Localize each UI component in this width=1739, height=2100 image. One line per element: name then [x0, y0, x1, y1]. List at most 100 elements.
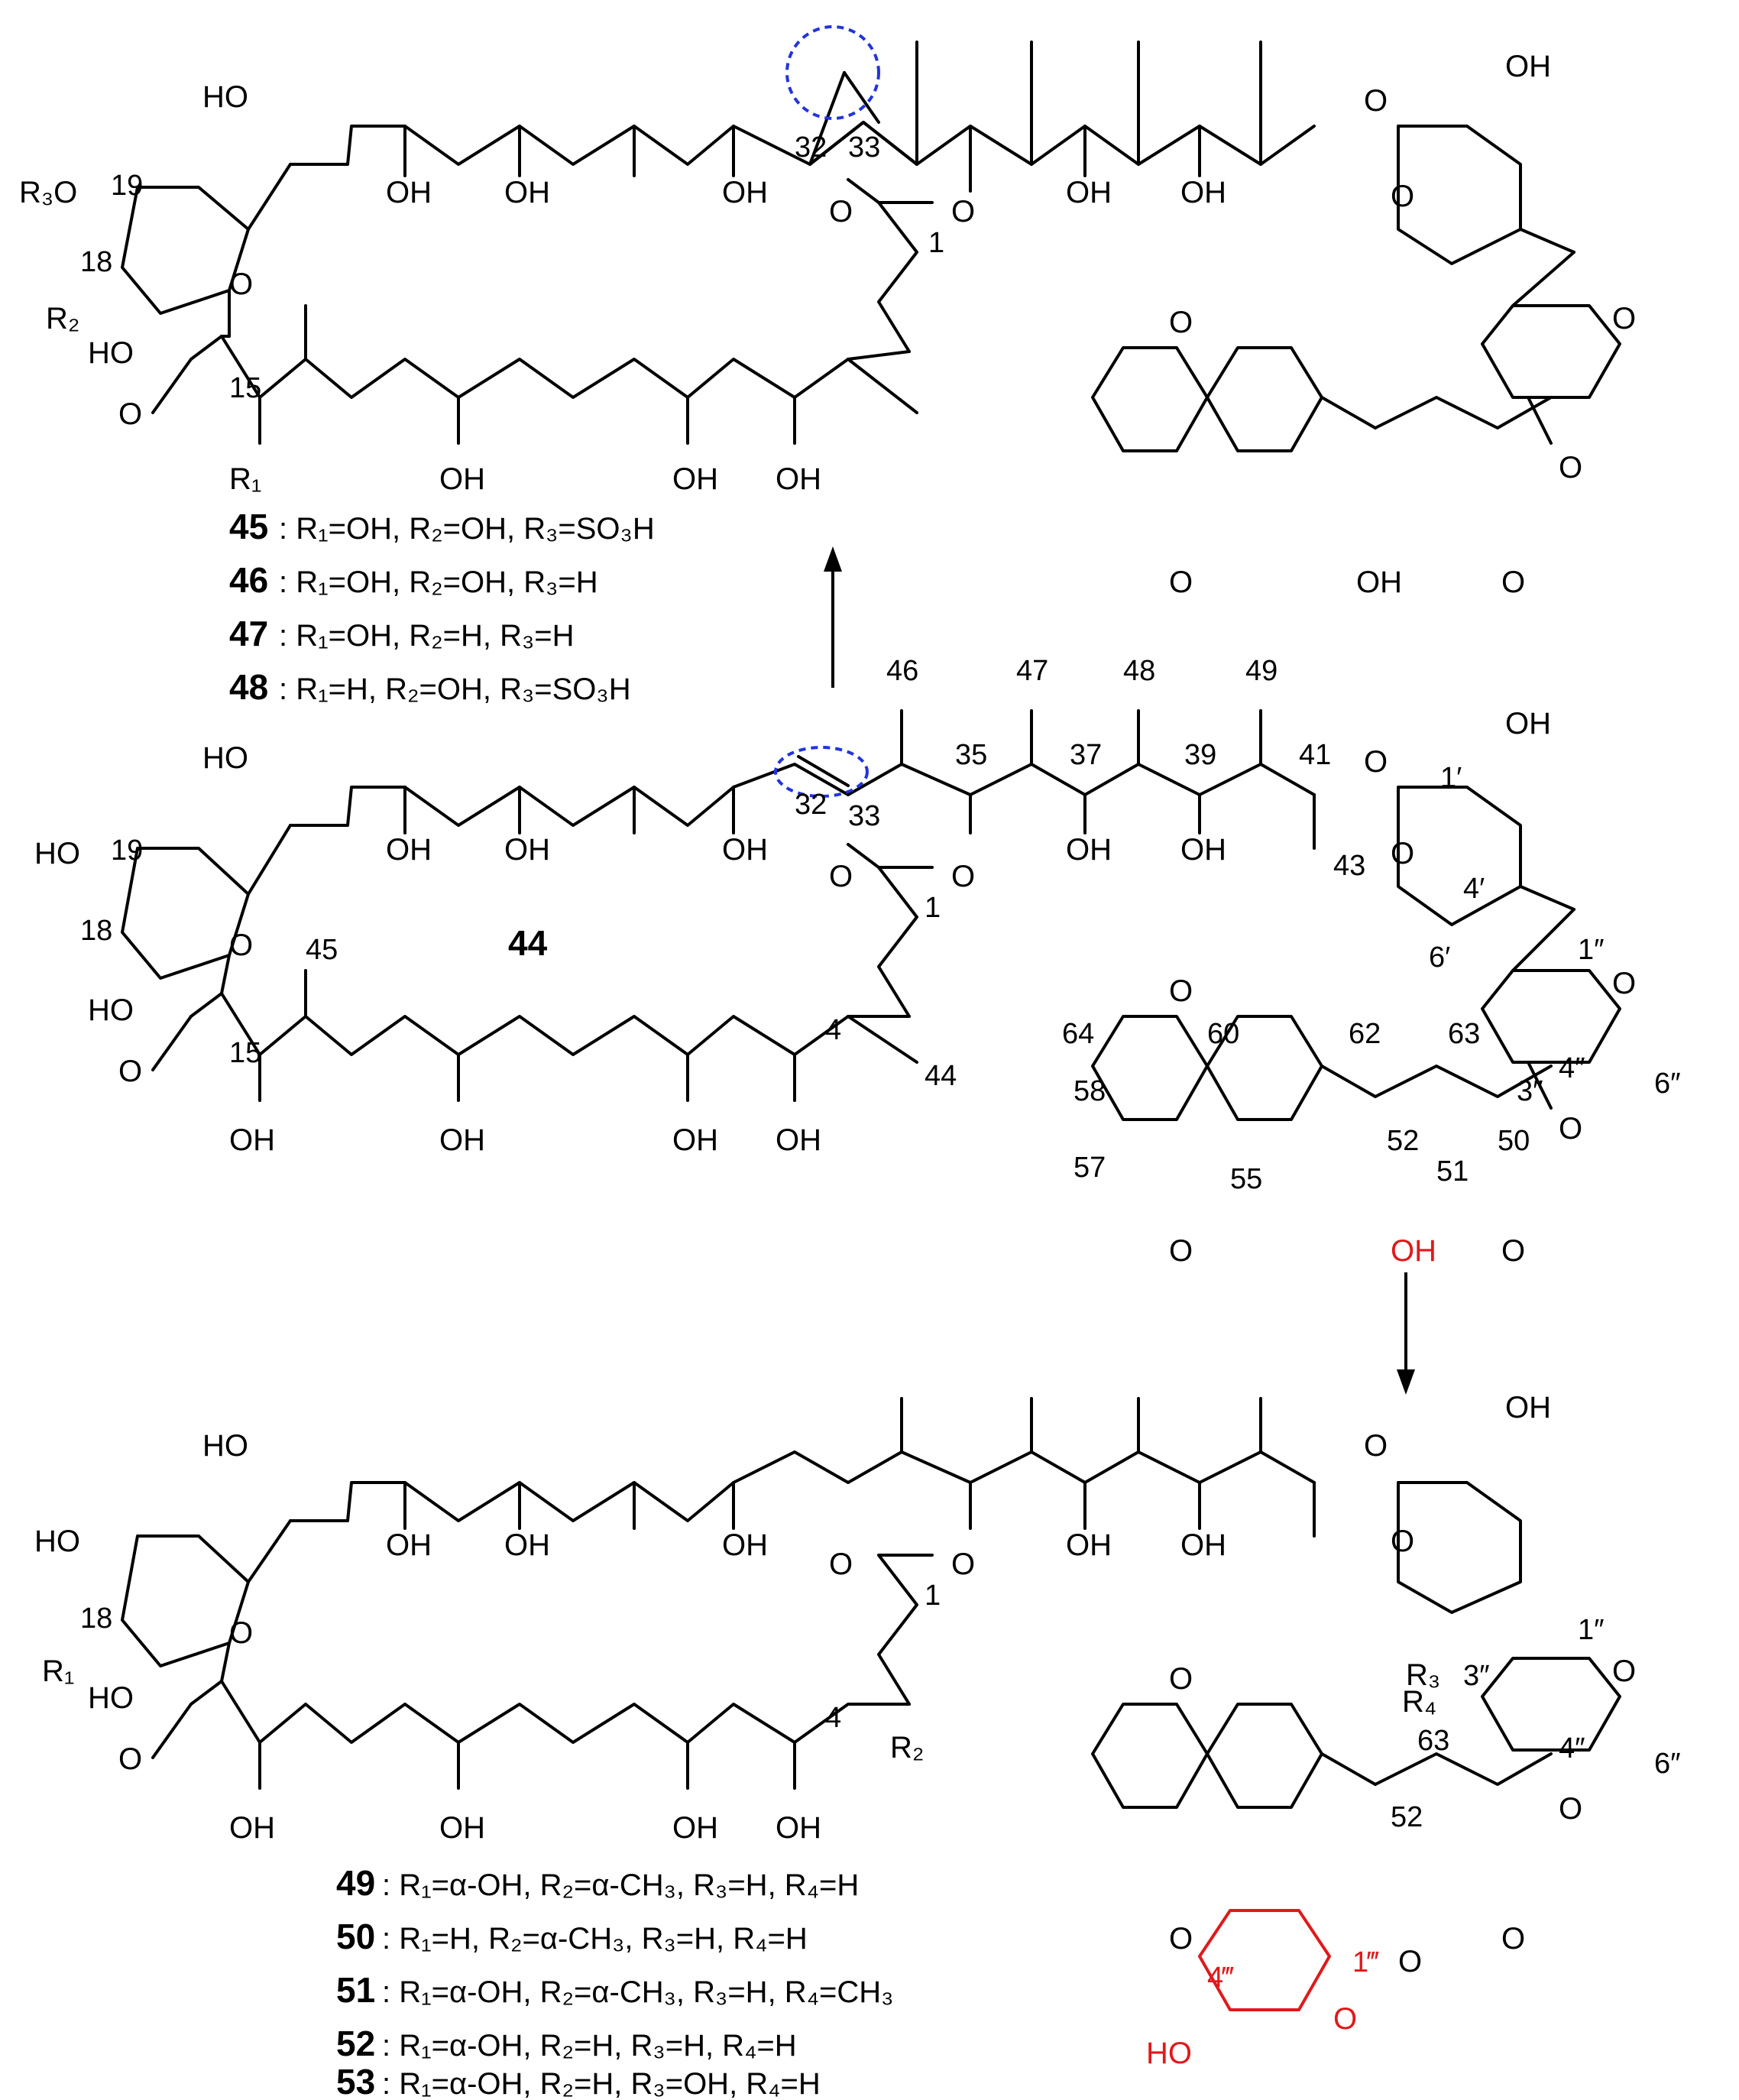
- atom-oh-top7: OH: [672, 462, 718, 496]
- atom-oh-top8: OH: [776, 462, 821, 496]
- num-top-18: 18: [80, 246, 112, 278]
- atom-o-top-ester: O: [951, 195, 975, 228]
- num-mid-1p: 1′: [1440, 762, 1462, 794]
- legend-bottom: 49 : R₁=α-OH, R₂=α-CH₃, R₃=H, R₄=H 50 : …: [336, 1863, 893, 2100]
- atom-o-mid-ketone: O: [118, 1055, 142, 1088]
- legend-bottom-text-4: : R₁=α-OH, R₂=H, R₃=OH, R₄=H: [382, 2067, 821, 2100]
- num-mid-47: 47: [1016, 655, 1048, 687]
- atom-o-mid-quinone1: O: [1169, 974, 1193, 1008]
- legend-top-text-0: : R₁=OH, R₂=OH, R₃=SO₃H: [279, 512, 655, 546]
- mid-upper-chain: [289, 763, 1316, 827]
- structure-top: [121, 25, 1621, 452]
- atom-o-bot-ester3: O: [1559, 1792, 1582, 1826]
- atom-o-bot-red-ring: O: [1333, 2002, 1357, 2036]
- num-mid-15: 15: [229, 1037, 261, 1069]
- atom-oh-bot3: OH: [722, 1528, 768, 1562]
- num-mid-32: 32: [795, 789, 827, 821]
- atom-o-mid-sugar2: O: [1612, 967, 1636, 1000]
- mid-sugar-2: [1481, 969, 1621, 1064]
- atom-r2-top: R₂: [46, 302, 79, 335]
- legend-bottom-text-3: : R₁=α-OH, R₂=H, R₃=H, R₄=H: [382, 2029, 797, 2063]
- reaction-arrow-down: [1397, 1272, 1415, 1395]
- atom-o-top-ring: O: [229, 267, 253, 301]
- num-top-15: 15: [229, 372, 261, 404]
- atom-o-bot-sugar1: O: [1391, 1525, 1414, 1558]
- atom-o-mid-ring: O: [229, 928, 253, 962]
- atom-oh-bot6: OH: [229, 1811, 275, 1845]
- num-mid-43: 43: [1333, 850, 1365, 882]
- num-mid-62: 62: [1349, 1018, 1381, 1050]
- num-bot-1: 1: [925, 1580, 941, 1612]
- atom-ho-bot2: HO: [34, 1525, 80, 1558]
- legend-top-id-3: 48: [229, 667, 268, 707]
- atom-r1-bot: R₁: [42, 1654, 74, 1688]
- atom-o-bot-ring: O: [229, 1616, 253, 1650]
- atom-oh-bot-sugar: OH: [1505, 1391, 1551, 1424]
- atom-o-mid-sugar1: O: [1391, 837, 1414, 870]
- num-mid-41: 41: [1299, 739, 1331, 771]
- atom-ho-mid3: HO: [88, 993, 134, 1027]
- legend-bottom-id-1: 50: [336, 1917, 375, 1956]
- top-naphthoquinone-a: [1091, 346, 1209, 452]
- atom-oh-mid8: OH: [672, 1123, 718, 1157]
- compound-label-44: 44: [508, 923, 548, 963]
- atom-o-top-quinone2: O: [1169, 566, 1193, 599]
- atom-o-bot-glyco: O: [1364, 1429, 1388, 1463]
- atom-r3-bot: R₃: [1406, 1658, 1440, 1692]
- num-mid-19: 19: [111, 834, 143, 867]
- atom-o-top-sugar2: O: [1612, 302, 1636, 335]
- atom-o-bot-sugar2: O: [1612, 1654, 1636, 1688]
- atom-oh-mid-naph-red: OH: [1391, 1234, 1436, 1268]
- num-mid-63: 63: [1448, 1018, 1480, 1050]
- atom-o-mid-quinone2: O: [1169, 1234, 1193, 1268]
- atom-oh-mid5: OH: [1180, 833, 1226, 867]
- top-sugar-2: [1481, 304, 1621, 399]
- atom-ho-bot-red: HO: [1146, 2037, 1192, 2070]
- bottom-naphthoquinone-a: [1091, 1703, 1209, 1809]
- num-mid-39: 39: [1184, 739, 1216, 771]
- legend-bottom-id-2: 51: [336, 1970, 375, 2010]
- top-epoxide-highlight: [785, 25, 880, 120]
- num-bot-63: 63: [1417, 1725, 1449, 1757]
- atom-oh-top2: OH: [504, 176, 550, 209]
- atom-oh-bot8: OH: [672, 1811, 718, 1845]
- num-bot-4pp: 4″: [1559, 1732, 1585, 1765]
- atom-o-bot-red-glyco: O: [1398, 1945, 1422, 1978]
- numbering-bottom: 18 1 4 1″ 3″ 4″ 6″ 63 52 1‴ 4‴: [80, 1580, 1681, 1994]
- num-mid-48: 48: [1123, 655, 1155, 687]
- atom-oh-mid9: OH: [776, 1123, 821, 1157]
- num-mid-49: 49: [1245, 655, 1278, 687]
- legend-top-id-2: 47: [229, 614, 268, 653]
- num-mid-35: 35: [955, 739, 987, 771]
- atom-oh-bot7: OH: [439, 1811, 485, 1845]
- atom-oh-mid4: OH: [1066, 833, 1112, 867]
- atom-oh-bot9: OH: [776, 1811, 821, 1845]
- atom-o-mid-carbonyl: O: [829, 860, 853, 893]
- num-bot-4: 4: [825, 1702, 841, 1734]
- atom-o-top-quinone1: O: [1169, 306, 1193, 339]
- legend-bottom-text-1: : R₁=H, R₂=α-CH₃, R₃=H, R₄=H: [382, 1922, 808, 1956]
- atom-o-top-glyco: O: [1364, 84, 1388, 118]
- num-bot-52: 52: [1391, 1801, 1423, 1833]
- reaction-arrow-up: [824, 546, 842, 688]
- atom-o-mid-ester: O: [951, 860, 975, 893]
- atom-oh-top6: OH: [439, 462, 485, 496]
- num-mid-52: 52: [1387, 1125, 1419, 1157]
- bottom-upper-chain: [289, 1450, 1316, 1522]
- num-mid-33: 33: [848, 800, 880, 832]
- top-sugar-1: [1397, 125, 1522, 265]
- num-mid-64: 64: [1062, 1018, 1094, 1050]
- num-bot-1ppp: 1‴: [1352, 1946, 1379, 1978]
- num-bot-1pp: 1″: [1578, 1614, 1605, 1646]
- legend-top-text-2: : R₁=OH, R₂=H, R₃=H: [279, 619, 575, 653]
- atom-oh-top5: OH: [1180, 176, 1226, 209]
- atom-o-top-ester2: O: [1501, 566, 1525, 599]
- atom-o-mid-ester3: O: [1559, 1112, 1582, 1146]
- structure-44: [121, 709, 1621, 1121]
- legend-bottom-id-4: 53: [336, 2062, 375, 2100]
- atom-oh-bot2: OH: [504, 1528, 550, 1562]
- num-mid-6pp: 6″: [1654, 1068, 1681, 1100]
- num-mid-44: 44: [925, 1060, 957, 1092]
- num-bot-3pp: 3″: [1463, 1660, 1490, 1692]
